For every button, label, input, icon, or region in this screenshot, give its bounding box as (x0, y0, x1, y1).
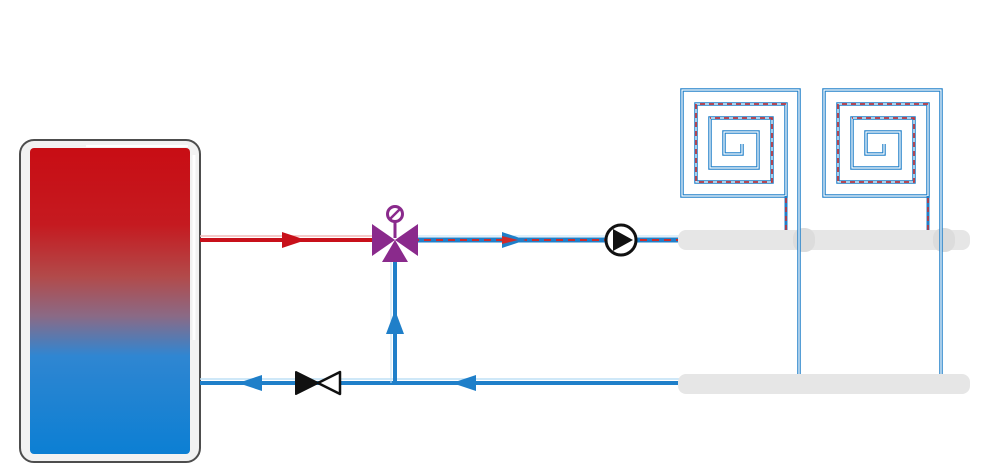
heating-loop-1 (680, 88, 801, 374)
flow-arrow-right-red (502, 236, 518, 244)
shut-off-valve (295, 370, 342, 396)
flow-arrow-left (452, 375, 476, 391)
flow-arrow-right (282, 232, 306, 248)
flow-arrow-left-2 (238, 375, 262, 391)
pump-arrow-icon (613, 229, 633, 251)
supply-manifold (678, 228, 970, 252)
flow-arrow-up (386, 310, 404, 334)
hot-supply-pipe (200, 232, 378, 248)
circulation-pump (604, 223, 638, 257)
return-pipe (200, 375, 680, 391)
heating-loop-2 (822, 88, 943, 374)
return-manifold (678, 374, 970, 394)
bypass-pipe (386, 255, 404, 383)
storage-tank (19, 139, 201, 463)
mixed-supply-pipe (412, 232, 680, 248)
tank-fill (30, 148, 190, 454)
three-way-mixing-valve (372, 205, 418, 262)
